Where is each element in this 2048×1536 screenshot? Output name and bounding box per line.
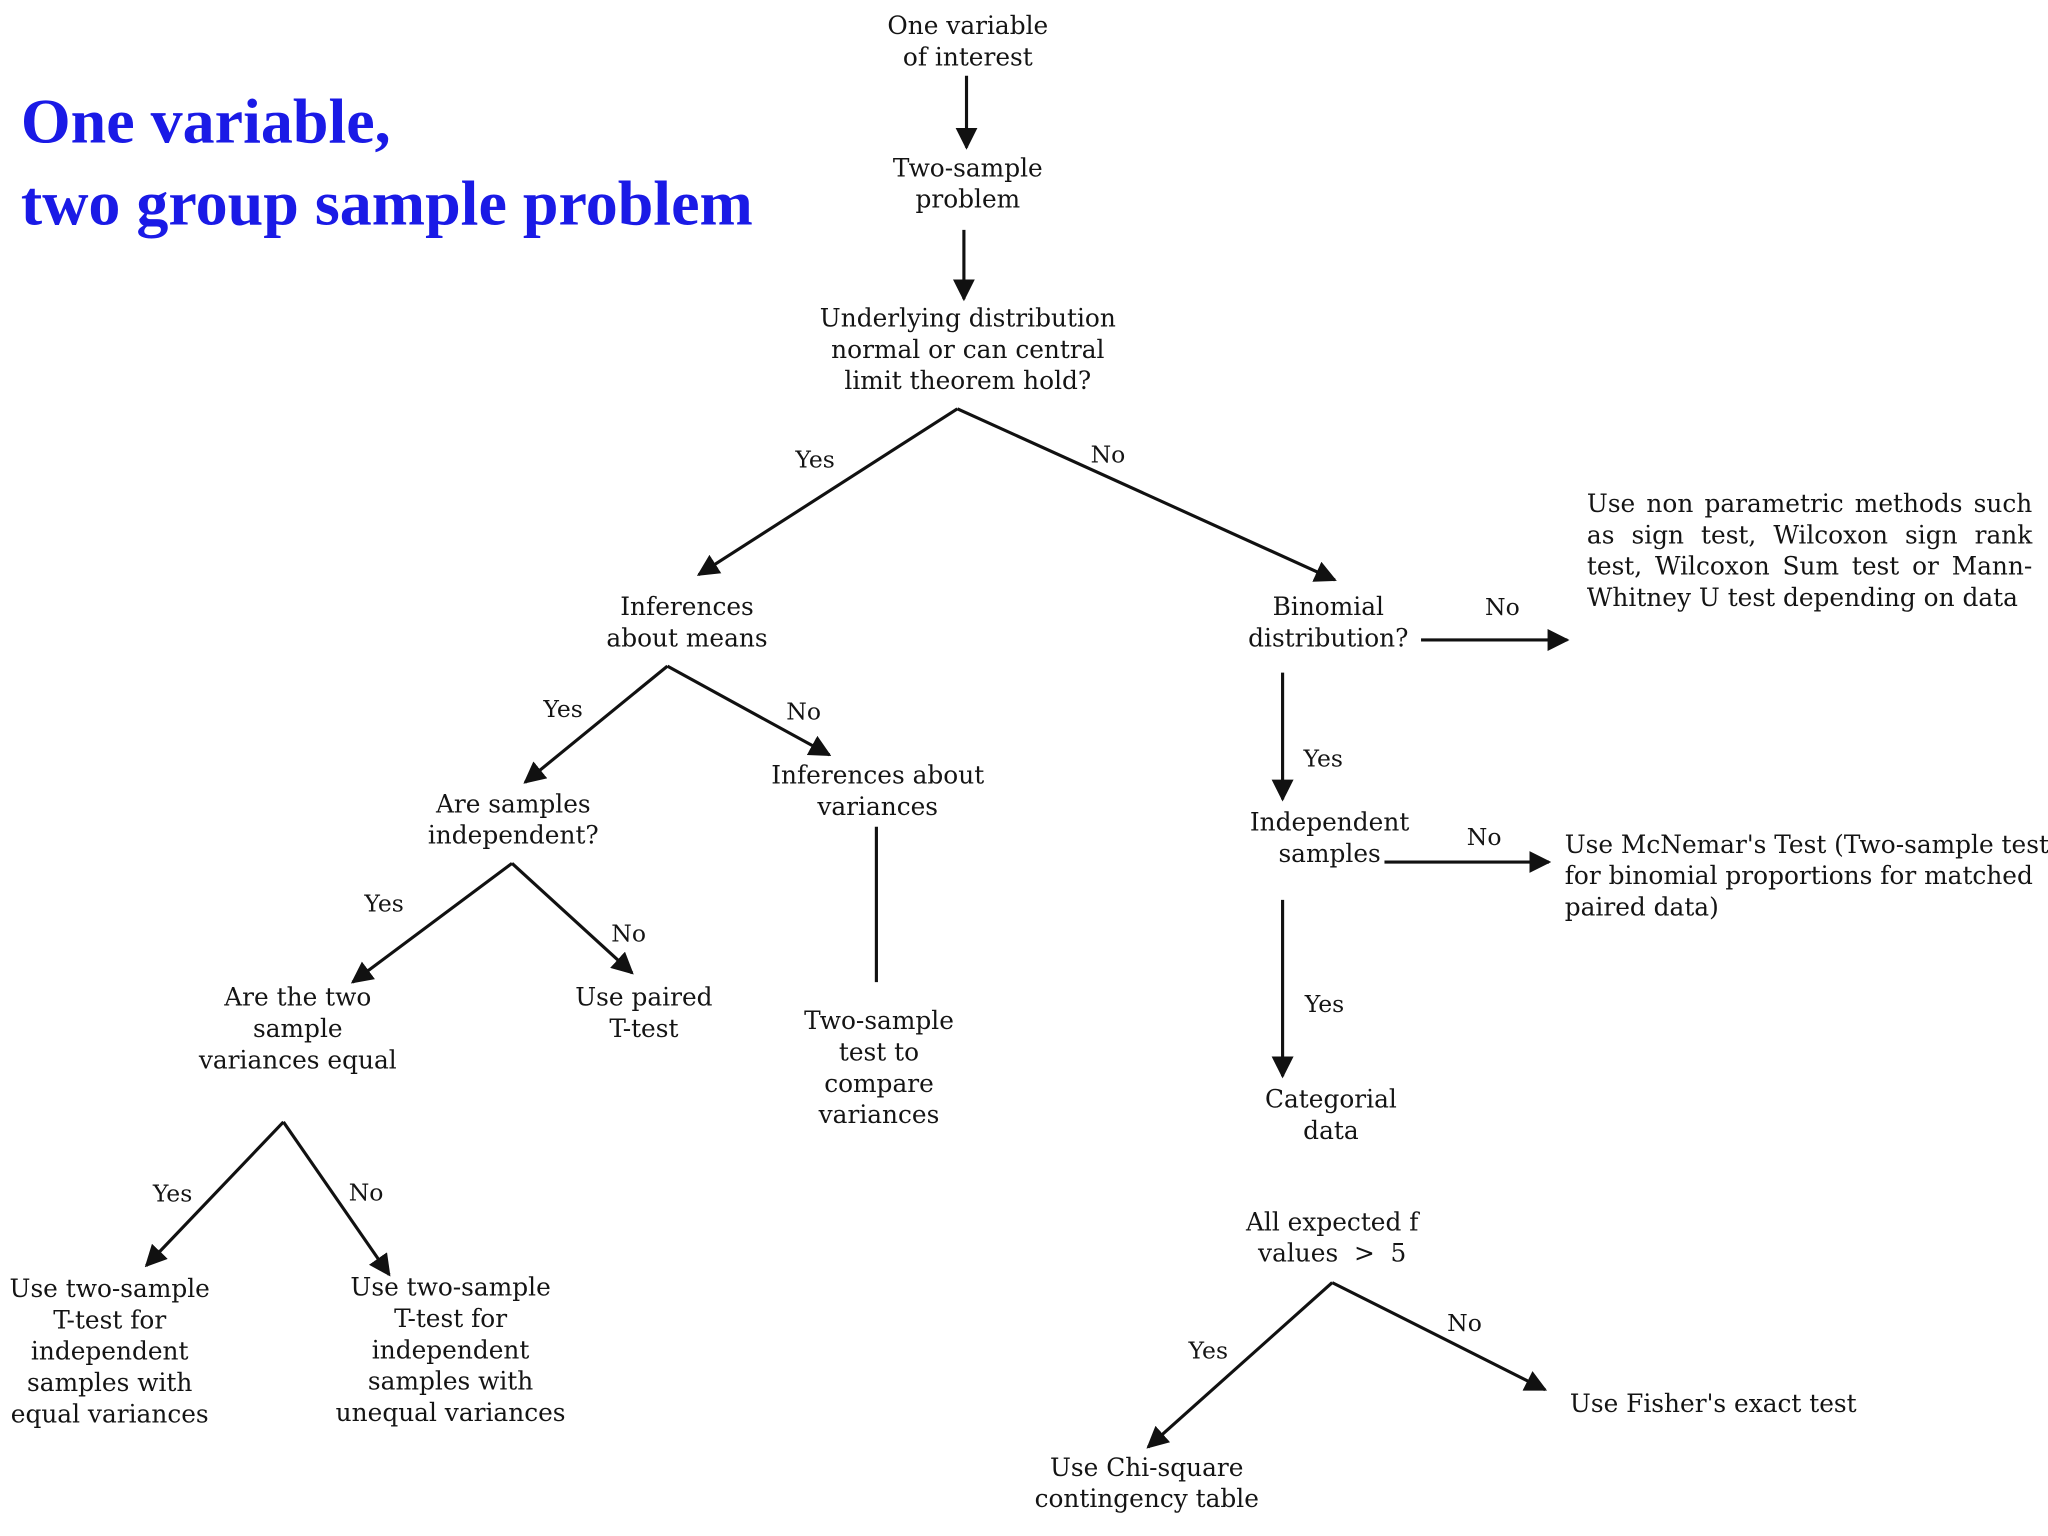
- node-inferences-about-means: Inferences about means: [606, 592, 768, 654]
- edge-label-variances-no: No: [348, 1179, 384, 1207]
- node-binomial-distribution: Binomial distribution?: [1248, 592, 1409, 654]
- node-categorial-data: Categorial data: [1264, 1085, 1397, 1146]
- diagram-title-line-1: One variable,: [20, 84, 391, 157]
- edge-label-expected-yes: Yes: [1188, 1337, 1229, 1365]
- edge-label-means-no: No: [786, 698, 822, 727]
- arrow-expected-to-fisher: [1331, 1281, 1548, 1392]
- edge-label-independent-yes: Yes: [1304, 991, 1345, 1019]
- edge-label-variances-yes: Yes: [152, 1180, 193, 1209]
- node-one-variable: One variable of interest: [887, 11, 1049, 72]
- node-are-samples-independent: Are samples independent?: [427, 790, 599, 851]
- arrow-underlying-to-means: [696, 407, 959, 577]
- arrow-underlying-to-binomial: [956, 407, 1337, 582]
- edge-label-independent-no: No: [1466, 824, 1502, 852]
- node-use-paired-t-test: Use paired T-test: [575, 983, 713, 1044]
- arrow-means-to-variances: [666, 664, 832, 757]
- node-inferences-about-variances: Inferences about variances: [771, 761, 985, 822]
- arrow-samples-to-paired: [510, 862, 634, 975]
- node-two-sample-variance-test: Two-sample test to compare variances: [804, 1007, 954, 1130]
- edge-label-binomial-yes: Yes: [1303, 745, 1343, 774]
- node-t-test-equal-variances: Use two-sample T-test for independent sa…: [9, 1274, 210, 1429]
- arrow-expected-to-chi-square: [1146, 1281, 1334, 1449]
- arrow-variances-equal-to-equal-t: [144, 1120, 285, 1268]
- node-are-variances-equal: Are the two sample variances equal: [198, 983, 397, 1075]
- arrow-variances-equal-to-unequal-t: [282, 1121, 391, 1277]
- edge-label-underlying-yes: Yes: [795, 446, 835, 475]
- edge-label-samples-yes: Yes: [364, 890, 404, 919]
- arrow-samples-to-variances-equal: [350, 862, 513, 984]
- edge-label-means-yes: Yes: [543, 696, 583, 724]
- edge-label-samples-no: No: [611, 920, 646, 949]
- node-t-test-unequal-variances: Use two-sample T-test for independent sa…: [335, 1273, 566, 1428]
- node-nonparametric-methods: Use non parametric methods such as sign …: [1586, 489, 2033, 613]
- node-independent-samples: Independent samples: [1249, 808, 1410, 869]
- node-two-sample-problem: Two-sample problem: [892, 154, 1043, 215]
- node-mcnemar-test: Use McNemar's Test (Two-sample test for …: [1564, 830, 2048, 923]
- arrow-means-to-samples: [523, 664, 669, 784]
- edge-label-underlying-no: No: [1090, 441, 1126, 469]
- diagram-title-line-2: two group sample problem: [20, 167, 753, 240]
- node-all-expected-f-values: All expected f values > 5: [1245, 1208, 1419, 1269]
- edge-label-binomial-no: No: [1485, 594, 1520, 622]
- node-chi-square-contingency: Use Chi-square contingency table: [1034, 1453, 1259, 1514]
- node-underlying-distribution: Underlying distribution normal or can ce…: [819, 304, 1116, 396]
- node-fisher-exact-test: Use Fisher's exact test: [1569, 1389, 1857, 1419]
- edge-label-expected-no: No: [1447, 1310, 1482, 1338]
